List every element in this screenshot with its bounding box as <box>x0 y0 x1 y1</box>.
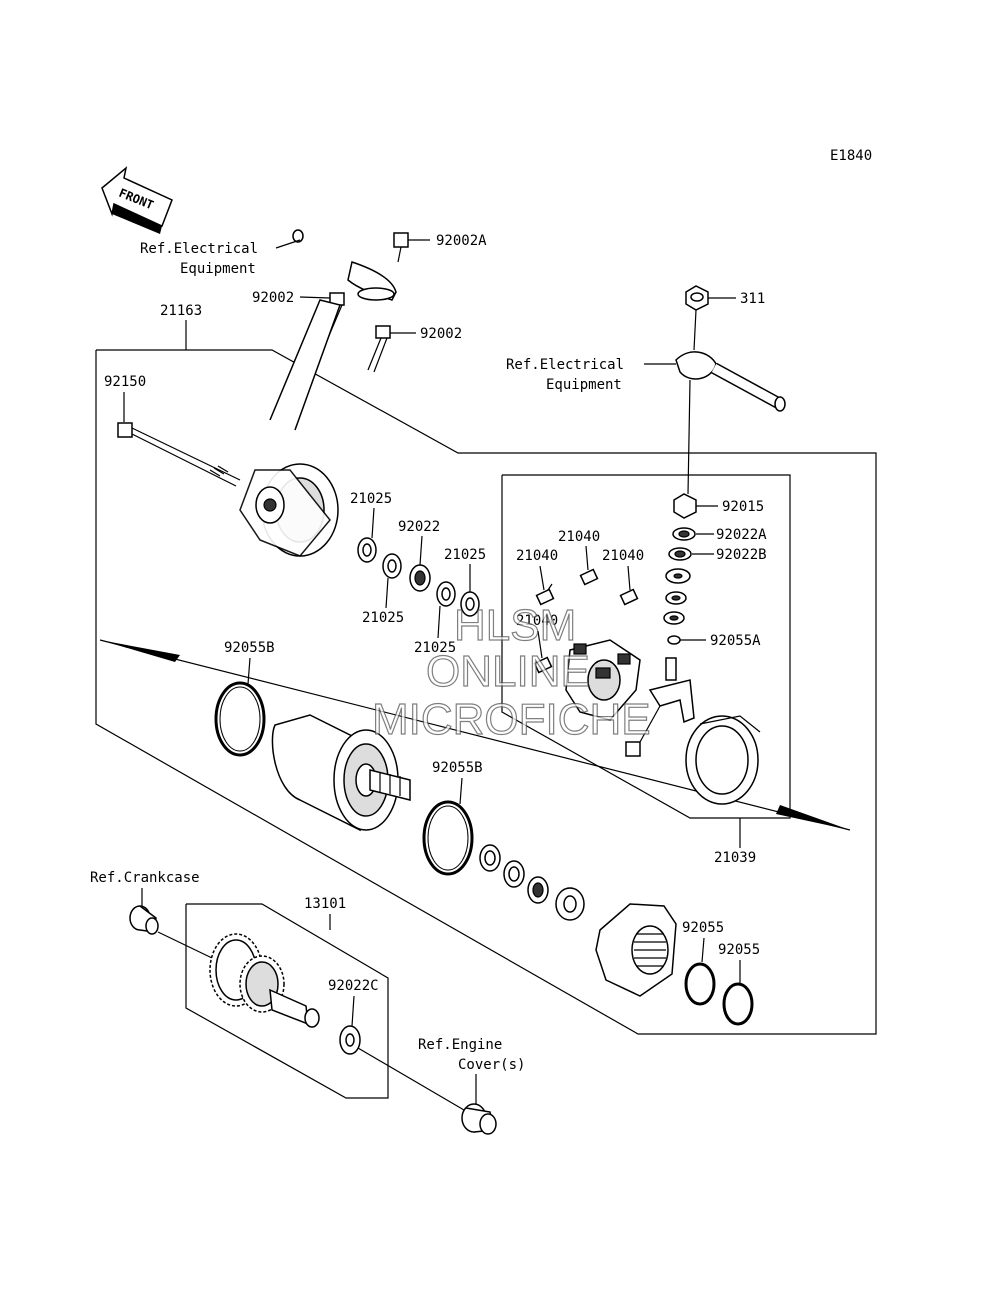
ref-electrical-label-1a: Ref.Electrical <box>140 241 258 257</box>
watermark-line-2: ONLINE <box>426 647 590 696</box>
part-label-92150: 92150 <box>104 374 146 390</box>
part-label-21040-d: 21040 <box>516 613 558 629</box>
brush-21040-4 <box>533 656 553 674</box>
nut-311 <box>685 285 709 311</box>
brush-plate <box>565 639 641 721</box>
part-label-92022B: 92022B <box>716 547 767 563</box>
ref-electrical-label-2b: Equipment <box>546 377 622 393</box>
brush-21040-2 <box>579 568 599 586</box>
bolt-92002-right <box>367 325 391 373</box>
part-label-92055-b: 92055 <box>718 942 760 958</box>
oring-92055B-left <box>214 681 266 757</box>
axis-arrow-left <box>100 640 180 662</box>
part-label-21040-a: 21040 <box>516 548 558 564</box>
oring-92055B-right <box>422 800 474 876</box>
oring-92055A <box>667 635 681 645</box>
starter-clutch-13101 <box>209 933 320 1028</box>
bolt-92002A <box>393 232 430 263</box>
part-label-21040-c: 21040 <box>602 548 644 564</box>
diagram-code: E1840 <box>830 148 872 164</box>
part-label-92022C: 92022C <box>328 978 379 994</box>
part-label-21163: 21163 <box>160 303 202 319</box>
part-label-92015: 92015 <box>722 499 764 515</box>
part-label-92055B-a: 92055B <box>224 640 275 656</box>
part-label-13101: 13101 <box>304 896 346 912</box>
oring-92055-a <box>684 962 716 1006</box>
part-label-92002A: 92002A <box>436 233 487 249</box>
end-frame <box>685 715 761 805</box>
ref-electrical-label-1b: Equipment <box>180 261 256 277</box>
brush-21040-3 <box>619 588 639 606</box>
part-label-92002-a: 92002 <box>252 290 294 306</box>
part-label-92055B-b: 92055B <box>432 760 483 776</box>
part-label-92055-a: 92055 <box>682 920 724 936</box>
rear-cover-21163 <box>239 299 341 557</box>
part-label-21025-a: 21025 <box>350 491 392 507</box>
motor-yoke-armature <box>271 714 411 832</box>
ref-engine-label-2: Cover(s) <box>458 1057 525 1073</box>
oring-92055-b <box>722 982 754 1026</box>
part-label-311: 311 <box>740 291 765 307</box>
part-label-92022: 92022 <box>398 519 440 535</box>
lower-cable-terminal <box>675 351 786 412</box>
front-cover <box>595 903 677 997</box>
part-label-21025-c: 21025 <box>414 640 456 656</box>
ref-electrical-label-2a: Ref.Electrical <box>506 357 624 373</box>
ref-engine-label-1: Ref.Engine <box>418 1037 502 1053</box>
crankcase-bushing <box>129 905 159 935</box>
upper-cable-terminal <box>292 229 397 301</box>
axis-arrow-right <box>776 805 850 830</box>
terminal-bolt <box>625 657 695 757</box>
clutch-assembly-outline <box>185 903 389 1099</box>
watermark: HLSM ONLINE MICROFICHE <box>371 600 651 744</box>
part-label-21025-d: 21025 <box>444 547 486 563</box>
part-label-21025-b: 21025 <box>362 610 404 626</box>
lock-washer <box>555 887 585 921</box>
through-bolt-92150 <box>117 422 241 487</box>
part-label-21039: 21039 <box>714 850 756 866</box>
nut-92015 <box>673 493 697 519</box>
part-label-92022A: 92022A <box>716 527 767 543</box>
watermark-line-1: HLSM <box>454 601 576 650</box>
engine-cover-bushing <box>461 1103 497 1135</box>
watermark-line-3: MICROFICHE <box>372 695 651 744</box>
brush-21040-1 <box>535 583 555 606</box>
part-label-21040-b: 21040 <box>558 529 600 545</box>
part-label-92055A: 92055A <box>710 633 761 649</box>
ref-crankcase-label: Ref.Crankcase <box>90 870 200 886</box>
front-arrow-icon: FRONT <box>101 166 173 234</box>
part-label-92002-b: 92002 <box>420 326 462 342</box>
